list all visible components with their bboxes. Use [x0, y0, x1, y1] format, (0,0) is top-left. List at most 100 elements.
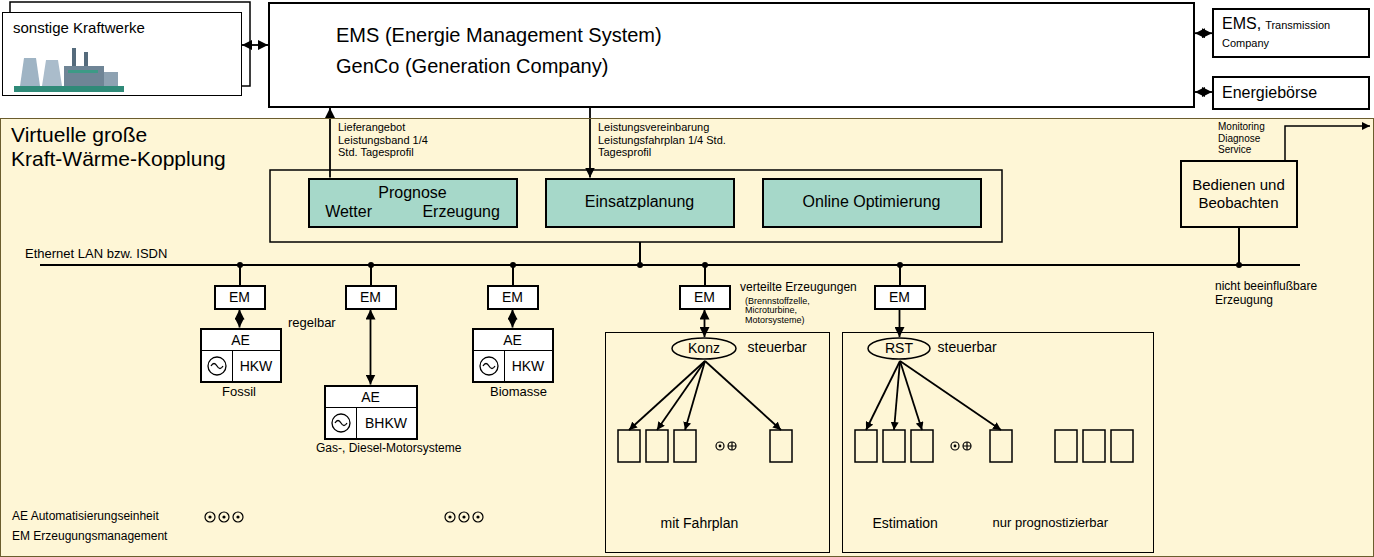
- function-box: Einsatzplanung: [545, 178, 735, 228]
- more-symbol-dot: [448, 515, 451, 518]
- note-label: Gas-, Diesel-Motorsysteme: [316, 442, 461, 456]
- fan-arrow: [894, 361, 900, 430]
- box-text: EM: [360, 289, 381, 305]
- more-symbol: [205, 442, 971, 522]
- em-box: EM: [679, 285, 731, 310]
- automation-unit: AEBHKW: [324, 385, 418, 440]
- controller-ellipse: Konz: [671, 337, 737, 360]
- power-plant-picture: [64, 66, 104, 86]
- unit-box: [855, 430, 877, 462]
- unit-label: BHKW: [357, 408, 416, 438]
- box-text: Wetter Erzeugung: [325, 203, 500, 221]
- unit-box: [770, 430, 792, 462]
- more-symbol-dot: [208, 445, 956, 519]
- more-symbol-dot: [208, 515, 211, 518]
- box-text: Bedienen und Beobachten: [1188, 176, 1290, 211]
- box-text: EM: [889, 289, 910, 305]
- unit-label: HKW: [233, 351, 280, 381]
- fan-arrow: [629, 361, 1001, 430]
- automation-unit: AEHKW: [472, 328, 554, 383]
- note-label: AE Automatisierungseinheit: [12, 510, 159, 524]
- unit-box: [883, 430, 905, 462]
- fan-arrow: [705, 361, 781, 430]
- connector-arrow: [704, 310, 706, 338]
- generator-symbol: [202, 351, 233, 381]
- system-box: EMS (Energie Management System) GenCo (Ge…: [268, 2, 1195, 108]
- group-text: steuerbar: [938, 339, 997, 355]
- more-symbol: [728, 442, 736, 450]
- em-box: EM: [214, 285, 266, 310]
- fan-arrow: [900, 361, 922, 430]
- more-symbol-dot: [236, 515, 239, 518]
- connector-arrow: [239, 310, 241, 328]
- note-label: Monitoring Diagnose Service: [1218, 121, 1280, 156]
- box-text: GenCo (Generation Company): [336, 55, 608, 78]
- automation-unit: AEHKW: [200, 328, 282, 383]
- more-symbol: [951, 442, 959, 450]
- box-text: sonstige Kraftwerke: [13, 19, 145, 36]
- bus-junction: [897, 262, 903, 268]
- bus-junction: [637, 262, 643, 268]
- bus-junction: [237, 262, 243, 268]
- region-ground: [0, 118, 1374, 557]
- box-text: Einsatzplanung: [585, 193, 694, 211]
- bus-junction: [368, 262, 374, 268]
- box-text: EM: [694, 289, 715, 305]
- more-symbol: [205, 512, 215, 522]
- connector-arrow: [1195, 32, 1212, 34]
- bus-line: [639, 242, 641, 265]
- note-label: Ethernet LAN bzw. ISDN: [25, 247, 167, 262]
- operator-box: Bedienen und Beobachten: [1180, 160, 1298, 228]
- unit-box: [618, 430, 1133, 462]
- power-plant-picture: [14, 48, 124, 92]
- more-symbol: [219, 512, 229, 522]
- note-label: Biomasse: [490, 385, 547, 400]
- plant-stack: [2, 2, 250, 96]
- system-box: EMS,Transmission Company: [1212, 8, 1370, 58]
- generator-symbol: [326, 408, 357, 438]
- bus-line: [40, 228, 1300, 285]
- fan-arrow: [900, 361, 1001, 430]
- box-text: Online Optimierung: [803, 193, 941, 211]
- fan-arrow: [866, 361, 900, 430]
- unit-label: AE: [202, 330, 280, 351]
- connector-arrow: [242, 44, 268, 46]
- unit-label: HKW: [505, 351, 552, 381]
- more-symbol-dot: [954, 445, 957, 448]
- note-label: nicht beeinflußbare Erzeugung: [1215, 280, 1340, 308]
- monitoring-leader: [1285, 126, 1370, 160]
- box-text: Konz: [688, 340, 720, 356]
- unit-label: AE: [474, 330, 552, 351]
- generator-symbol: [483, 363, 495, 368]
- unit-row: HKW: [474, 351, 552, 381]
- generator-symbol: [335, 420, 347, 425]
- generator-symbol: [332, 414, 350, 432]
- fan-arrow: [657, 361, 705, 430]
- bus-line: [1238, 228, 1240, 265]
- more-symbol: [473, 512, 483, 522]
- connector-arrow: [1195, 91, 1212, 93]
- generator-symbol: [208, 357, 226, 375]
- group-text: Estimation: [873, 515, 938, 531]
- generation-group: steuerbarmit FahrplanKonz: [605, 332, 830, 553]
- more-symbol: [459, 512, 469, 522]
- unit-box: [990, 430, 1012, 462]
- more-symbol-dot: [476, 515, 479, 518]
- function-box: PrognoseWetter Erzeugung: [308, 178, 518, 228]
- more-symbol-dot: [462, 515, 465, 518]
- generation-group: steuerbarEstimationnur prognostizierbarR…: [842, 332, 1154, 553]
- box-text: EMS (Energie Management System): [336, 24, 662, 47]
- connector-arrow: [899, 310, 901, 338]
- power-plant-picture: [72, 48, 76, 66]
- control-container: [270, 170, 1002, 242]
- power-plant-picture: [104, 72, 118, 86]
- em-box: EM: [487, 285, 539, 310]
- more-symbol-dot: [719, 445, 722, 448]
- connector-arrow: [370, 310, 372, 385]
- unit-box: [646, 430, 668, 462]
- region-panel: Virtuelle große Kraft-Wärme-KopplungProg…: [0, 118, 1374, 557]
- generator-symbol: [211, 363, 223, 368]
- unit-box: [618, 430, 640, 462]
- system-box: Energiebörse: [1212, 76, 1370, 110]
